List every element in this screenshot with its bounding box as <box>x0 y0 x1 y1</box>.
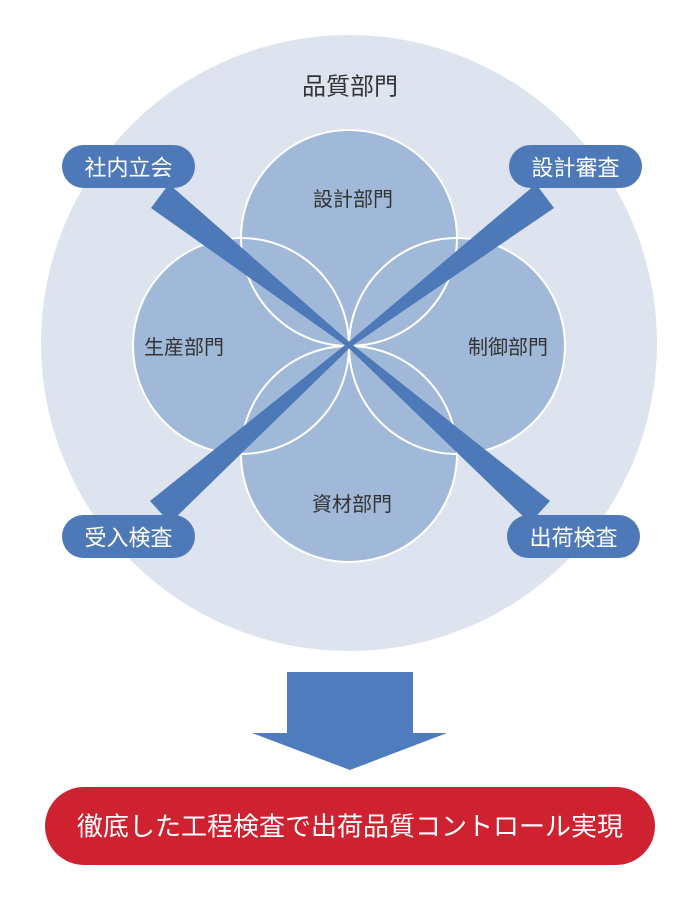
design-review-label: 設計審査 <box>531 155 619 180</box>
design-review-pill <box>509 145 642 188</box>
internal-witness-label: 社内立会 <box>84 155 172 180</box>
design-review-connector <box>347 184 554 347</box>
control-department-label: 制御部門 <box>468 336 548 359</box>
result-banner-label: 徹底した工程検査で出荷品質コントロール実現 <box>77 811 623 841</box>
result-banner <box>45 787 655 865</box>
internal-witness-connector <box>151 184 351 347</box>
materials-department-label: 資材部門 <box>312 493 392 516</box>
production-department-label: 生産部門 <box>144 336 224 359</box>
shipping-inspection-label: 出荷検査 <box>529 525 617 550</box>
incoming-inspection-connector <box>150 343 351 523</box>
shipping-inspection-connector <box>347 343 550 523</box>
shipping-inspection-pill <box>507 515 640 558</box>
quality-department-title: 品質部門 <box>302 74 398 101</box>
down-arrow <box>252 672 447 770</box>
design-department-label: 設計部門 <box>313 188 393 211</box>
materials-department-circle <box>241 346 457 562</box>
internal-witness-pill <box>62 145 195 188</box>
incoming-inspection-pill <box>62 515 195 558</box>
incoming-inspection-label: 受入検査 <box>84 525 172 550</box>
